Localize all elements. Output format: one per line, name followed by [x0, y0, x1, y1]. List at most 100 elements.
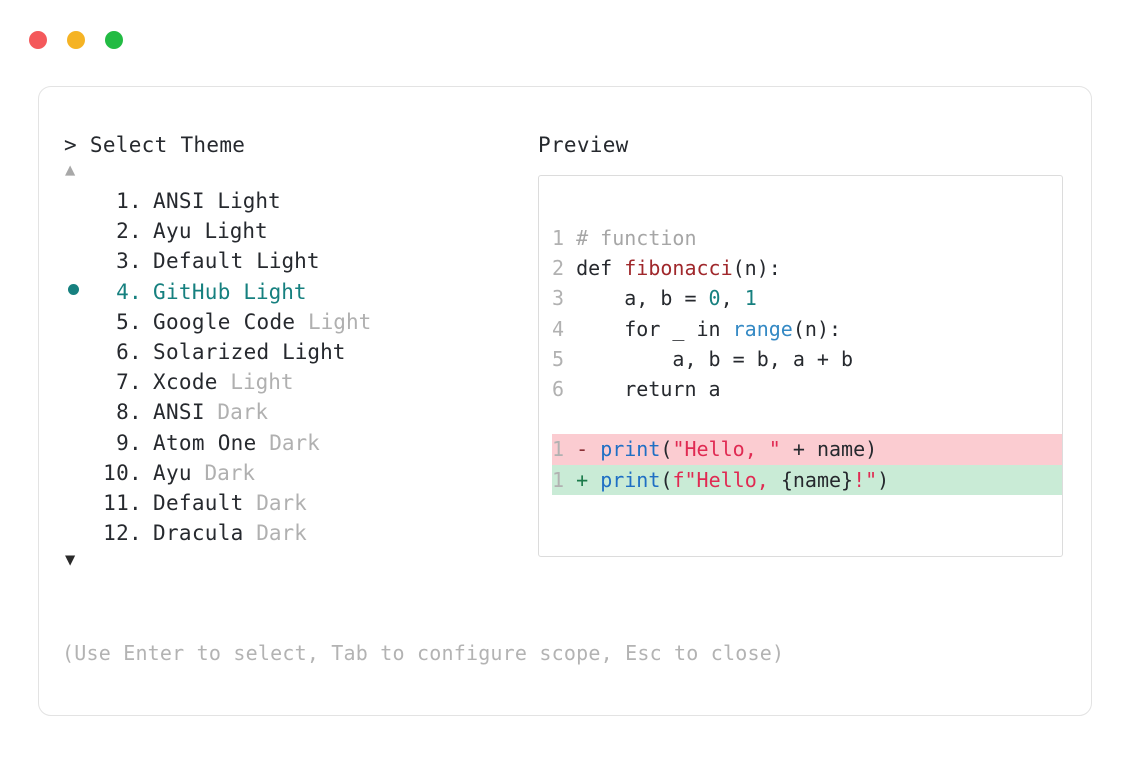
theme-index: 3.	[116, 249, 142, 274]
preview-label: Preview	[538, 133, 629, 157]
line-number: 1	[552, 467, 577, 492]
theme-list-item[interactable]: 10. Ayu Dark	[64, 458, 534, 488]
code-token: print	[600, 437, 661, 462]
theme-index: 1.	[116, 189, 142, 213]
theme-variant: Light	[243, 249, 320, 274]
code-token: for _ in	[576, 316, 733, 341]
theme-name: Solarized	[153, 339, 270, 364]
code-spacer	[552, 404, 1062, 434]
theme-name: Ayu	[153, 460, 192, 485]
line-number: 5	[552, 346, 577, 371]
theme-list-item[interactable]: 1. ANSI Light	[64, 186, 534, 216]
code-token: !"	[853, 467, 878, 492]
theme-name: ANSI	[153, 400, 205, 425]
theme-index: 7.	[116, 370, 142, 395]
line-number: 1	[552, 226, 577, 250]
code-token: (	[660, 437, 673, 462]
maximize-icon[interactable]	[105, 31, 123, 49]
code-line: 4 for _ in range(n):	[552, 314, 1062, 344]
line-number: 3	[552, 286, 577, 311]
theme-variant: Dark	[204, 400, 268, 425]
theme-name: Ayu	[153, 219, 192, 244]
theme-name: Default	[153, 249, 244, 274]
scroll-up-icon[interactable]: ▲	[65, 160, 76, 180]
theme-variant: Dark	[243, 521, 307, 546]
code-token: 0	[708, 286, 721, 311]
theme-list-item[interactable]: 7.Xcode Light	[64, 367, 534, 397]
theme-list-item[interactable]: 8. ANSI Dark	[64, 397, 534, 427]
theme-list-item[interactable]: 9. Atom One Dark	[64, 428, 534, 458]
theme-list-item[interactable]: 11.Default Dark	[64, 488, 534, 518]
theme-variant: Dark	[243, 490, 307, 515]
theme-variant: Light	[269, 339, 346, 364]
line-number: 6	[552, 376, 577, 401]
diff-added-line: 1 + print(f"Hello, {name}!")	[552, 464, 1062, 495]
code-token: (n):	[792, 316, 842, 341]
theme-index: 9.	[116, 430, 142, 455]
diff-removed-line: 1 - print("Hello, " + name)	[552, 434, 1062, 465]
theme-list-item[interactable]: 4. GitHub Light	[64, 277, 534, 307]
theme-selector-column: > Select Theme ▲ 1. ANSI Light 2. Ayu Light…	[64, 132, 534, 572]
theme-variant: Light	[204, 189, 281, 213]
theme-list-item[interactable]: 2. Ayu Light	[64, 216, 534, 246]
code-token: fibonacci	[624, 256, 733, 281]
code-line: 3 a, b = 0, 1	[552, 283, 1062, 313]
code-token: print	[600, 467, 661, 492]
theme-variant: Light	[217, 370, 294, 395]
theme-index: 10.	[103, 460, 142, 485]
theme-index: 12.	[103, 521, 142, 546]
theme-index: 8.	[116, 400, 142, 425]
code-token: "Hello, "	[672, 437, 781, 462]
theme-index: 2.	[116, 219, 142, 244]
diff-sign: -	[576, 437, 601, 462]
theme-name: Dracula	[153, 521, 244, 546]
theme-variant: Light	[295, 309, 372, 334]
code-token: def	[576, 256, 625, 281]
theme-list-item[interactable]: 3. Default Light	[64, 246, 534, 276]
theme-name: GitHub	[153, 279, 231, 304]
code-token: f"Hello,	[672, 467, 781, 492]
code-token: {name}	[780, 467, 854, 492]
theme-name: Google Code	[153, 309, 296, 334]
code-line: 2 def fibonacci(n):	[552, 253, 1062, 283]
theme-list-item[interactable]: 12. Dracula Dark	[64, 518, 534, 548]
code-token: a, b =	[576, 286, 709, 311]
theme-variant: Light	[191, 219, 268, 244]
code-token: ,	[720, 286, 745, 311]
minimize-icon[interactable]	[67, 31, 85, 49]
theme-picker-panel: > Select Theme ▲ 1. ANSI Light 2. Ayu Light…	[38, 86, 1092, 716]
line-number: 1	[552, 437, 577, 462]
close-icon[interactable]	[29, 31, 47, 49]
code-line: 6 return a	[552, 374, 1062, 404]
theme-list-item[interactable]: 6. Solarized Light	[64, 337, 534, 367]
code-token: a, b = b, a + b	[576, 346, 854, 371]
code-token: 1	[744, 286, 757, 311]
code-line: 1 # function	[552, 223, 1062, 253]
code-token: )	[877, 467, 890, 492]
code-token: range	[732, 316, 793, 341]
code-token: + name)	[780, 437, 878, 462]
line-number: 4	[552, 316, 577, 341]
theme-list-item[interactable]: 5. Google Code Light	[64, 307, 534, 337]
theme-name: ANSI	[153, 189, 205, 213]
theme-variant: Dark	[191, 460, 256, 485]
scroll-down-icon[interactable]: ▼	[65, 550, 76, 571]
theme-index: 5.	[116, 309, 142, 334]
line-number: 2	[552, 256, 577, 281]
code-token: (n):	[732, 256, 781, 281]
prompt-label: > Select Theme	[64, 133, 246, 157]
code-token: return a	[576, 376, 721, 401]
diff-sign: +	[576, 467, 601, 492]
theme-name: Atom One	[153, 430, 257, 455]
code-token: # function	[576, 226, 697, 250]
theme-index: 4.	[116, 279, 142, 304]
theme-variant: Dark	[256, 430, 320, 455]
theme-index: 6.	[116, 339, 142, 364]
code-token: (	[660, 467, 673, 492]
theme-variant: Light	[230, 279, 307, 304]
